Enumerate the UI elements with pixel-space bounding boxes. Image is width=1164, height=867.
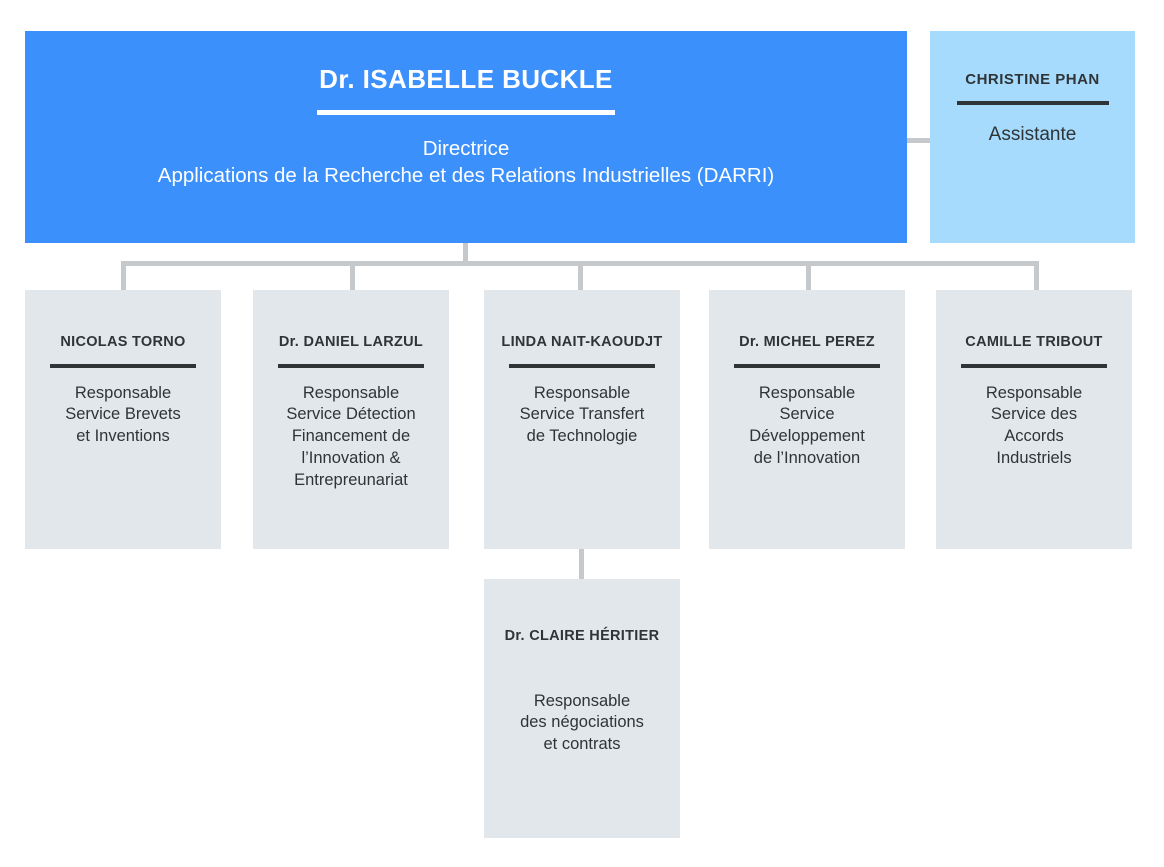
connector-drop-manager-5	[1034, 261, 1039, 292]
node-manager-5[interactable]: CAMILLE TRIBOUT Responsable Service des …	[936, 290, 1132, 549]
manager-4-rule	[734, 363, 880, 368]
manager-3-role: Responsable Service Transfert de Technol…	[519, 383, 645, 446]
director-name: Dr. ISABELLE BUCKLE	[319, 64, 613, 94]
node-subnode-heritier[interactable]: Dr. CLAIRE HÉRITIER Responsable des négo…	[484, 579, 680, 838]
manager-2-rule	[278, 363, 424, 368]
manager-2-name: Dr. DANIEL LARZUL	[278, 334, 424, 350]
node-manager-1[interactable]: NICOLAS TORNO Responsable Service Brevet…	[25, 290, 221, 549]
director-role: Directrice Applications de la Recherche …	[157, 136, 775, 187]
manager-5-role: Responsable Service des Accords Industri…	[985, 383, 1083, 467]
manager-1-name: NICOLAS TORNO	[60, 334, 186, 350]
connector-director-to-assistant	[905, 138, 932, 143]
manager-5-rule	[961, 363, 1107, 368]
connector-drop-manager-2	[350, 261, 355, 292]
manager-4-role: Responsable Service Développement de l’I…	[749, 383, 865, 467]
manager-5-name: CAMILLE TRIBOUT	[965, 334, 1103, 350]
connector-manager3-to-subnode	[579, 549, 584, 581]
manager-1-role: Responsable Service Brevets et Invention…	[65, 383, 181, 446]
node-manager-3[interactable]: LINDA NAIT-KAOUDJT Responsable Service T…	[484, 290, 680, 549]
node-director[interactable]: Dr. ISABELLE BUCKLE Directrice Applicati…	[25, 31, 907, 243]
director-rule	[317, 109, 615, 115]
assistant-role: Assistante	[988, 124, 1077, 146]
node-manager-2[interactable]: Dr. DANIEL LARZUL Responsable Service Dé…	[253, 290, 449, 549]
connector-drop-manager-4	[806, 261, 811, 292]
connector-drop-manager-3	[578, 261, 583, 292]
manager-3-name: LINDA NAIT-KAOUDJT	[501, 334, 663, 350]
assistant-rule	[956, 101, 1109, 106]
manager-2-role: Responsable Service Détection Financemen…	[286, 383, 416, 489]
assistant-name: CHRISTINE PHAN	[965, 71, 1100, 88]
subnode-name: Dr. CLAIRE HÉRITIER	[504, 628, 660, 644]
manager-4-name: Dr. MICHEL PEREZ	[739, 334, 875, 350]
connector-director-drop	[463, 243, 468, 265]
subnode-role: Responsable des négociations et contrats	[520, 691, 644, 754]
manager-3-rule	[509, 363, 655, 368]
manager-1-rule	[50, 363, 196, 368]
connector-drop-manager-1	[121, 261, 126, 292]
node-assistant[interactable]: CHRISTINE PHAN Assistante	[930, 31, 1135, 243]
node-manager-4[interactable]: Dr. MICHEL PEREZ Responsable Service Dév…	[709, 290, 905, 549]
